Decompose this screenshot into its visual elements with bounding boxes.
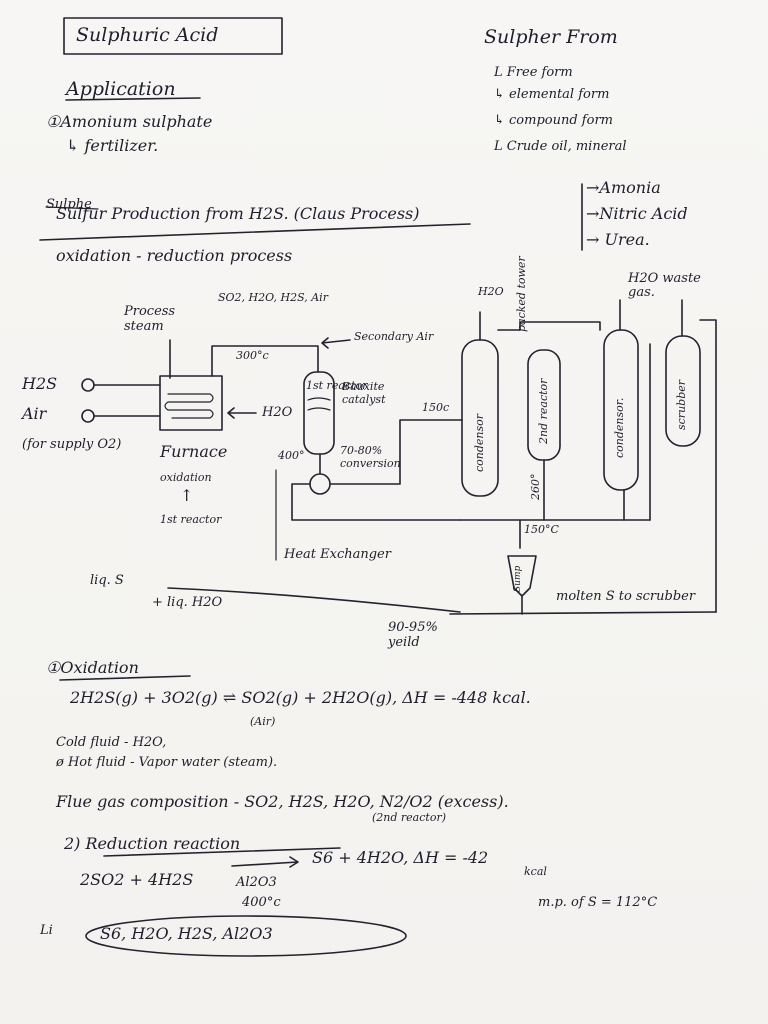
sulpher-item2: ↳ elemental form xyxy=(494,87,610,102)
h2s-valve xyxy=(81,378,95,392)
liq-s-curve xyxy=(167,587,461,613)
hot-fluid-note: ø Hot fluid - Vapor water (steam). xyxy=(56,755,278,770)
hx-to-condensor xyxy=(329,419,463,485)
o2-supply-label: (for supply O2) xyxy=(22,437,122,452)
bauxite-label: Bauxite catalyst xyxy=(342,380,386,406)
oxidation-air-note: (Air) xyxy=(250,715,276,728)
reduction-note: (2nd reactor) xyxy=(372,811,446,824)
condensor2-vessel xyxy=(603,329,639,491)
sulfur-melting-point: m.p. of S = 112°C xyxy=(538,895,658,910)
scrubber-label: scrubber xyxy=(675,380,688,430)
flue-gas-note: Flue gas composition - SO2, H2S, H2O, N2… xyxy=(56,792,509,811)
heat-exchanger-symbol xyxy=(309,473,331,495)
molten-line xyxy=(449,611,717,615)
furnace-label: Furnace xyxy=(160,442,228,461)
struck-word: Sulphe xyxy=(46,197,92,212)
temp-400-label: 400° xyxy=(278,449,305,462)
oxidation-underline xyxy=(59,675,191,681)
claus-subheading: oxidation - reduction process xyxy=(56,246,293,265)
application-underline xyxy=(65,97,201,101)
scrubber-return xyxy=(699,319,717,613)
scrubber-vessel xyxy=(665,335,701,447)
reduction-arrow xyxy=(231,856,299,868)
first-reactor-caption: 1st reactor xyxy=(160,513,222,526)
reduction-temp: 400°c xyxy=(242,895,281,910)
h2s-label: H2S xyxy=(22,374,58,393)
secondary-air-label: Secondary Air xyxy=(354,330,434,343)
temp-300-label: 300°c xyxy=(236,349,269,362)
strike-line xyxy=(45,206,99,210)
catalyst-bed xyxy=(307,397,331,411)
temp-150b-label: 150°C xyxy=(524,523,559,536)
furnace-coil xyxy=(164,393,214,419)
claus-underline xyxy=(39,223,471,241)
reduction-equation-right: S6 + 4H2O, ΔH = -42 xyxy=(312,848,489,867)
reduction-catalyst: Al2O3 xyxy=(236,875,277,890)
reduction-kcal: kcal xyxy=(524,865,547,878)
sulpher-from-heading: Sulpher From xyxy=(484,26,618,48)
process-steam-label: Process steam xyxy=(124,304,176,334)
h2o-waste-label: H2O waste gas. xyxy=(628,271,701,300)
packed-tower-label: packed tower xyxy=(515,256,528,332)
air-valve xyxy=(81,409,95,423)
reactor1-label: 1st reactor xyxy=(306,379,368,392)
use-nitric-acid: →Nitric Acid xyxy=(586,204,688,223)
yield-label: 90-95% yeild xyxy=(388,620,438,650)
use-amonia: →Amonia xyxy=(586,178,661,197)
sump-label: Sump xyxy=(513,565,523,592)
page-title: Sulphuric Acid xyxy=(76,24,219,46)
reduction-underline xyxy=(103,847,341,857)
reduction-equation-left: 2SO2 + 4H2S xyxy=(80,870,194,889)
condensor2-label: condensor. xyxy=(613,397,626,458)
sump-vessel xyxy=(507,555,537,597)
conversion-label: 70-80% conversion xyxy=(340,444,401,470)
oxidation-heading: ①Oxidation xyxy=(46,658,139,677)
furnace-outlet-line xyxy=(211,345,319,377)
reactor2-label: 2nd reactor xyxy=(537,378,550,444)
temp-150a-label: 150c xyxy=(422,401,450,414)
secondary-air-arrow xyxy=(321,337,351,349)
use-urea: → Urea. xyxy=(586,230,650,249)
liq-s-label: liq. S xyxy=(90,573,124,588)
side-note: Li xyxy=(40,923,53,938)
h2o-arrow xyxy=(227,407,257,419)
air-label: Air xyxy=(22,404,47,423)
liq-h2o-label: + liq. H2O xyxy=(152,595,223,610)
application-heading: Application xyxy=(66,78,176,100)
hx-loop xyxy=(291,483,461,521)
oxidation-equation: 2H2S(g) + 3O2(g) ⇌ SO2(g) + 2H2O(g), ΔH … xyxy=(70,688,531,707)
oxidation-arrow: ↑ xyxy=(180,486,194,505)
claus-heading: Sulfur Production from H2S. (Claus Proce… xyxy=(56,204,420,223)
reduction-heading: 2) Reduction reaction xyxy=(64,834,241,853)
packed-tower-line xyxy=(497,321,601,331)
sulpher-item1: L Free form xyxy=(494,65,573,80)
molten-label: molten S to scrubber xyxy=(556,589,696,604)
heat-exchanger-label: Heat Exchanger xyxy=(284,547,391,562)
products-oval xyxy=(85,915,407,957)
cold-fluid-note: Cold fluid - H2O, xyxy=(56,735,167,750)
h2o-top-label: H2O xyxy=(478,285,504,298)
temp-260-label: 260° xyxy=(529,473,542,501)
furnace-box xyxy=(159,375,223,431)
sulpher-item3: ↳ compound form xyxy=(494,113,613,128)
feed-gases-label: SO2, H2O, H2S, Air xyxy=(218,291,328,304)
sulpher-item4: L Crude oil, mineral xyxy=(494,139,627,154)
application-item1-sub: ↳ fertilizer. xyxy=(66,136,159,155)
condensor1-label: condensor xyxy=(473,413,486,472)
h2o-in-label: H2O xyxy=(262,405,293,420)
title-box xyxy=(63,17,283,55)
application-item1: ①Amonium sulphate xyxy=(46,112,213,131)
reactor1-vessel xyxy=(303,371,335,455)
reduction-products: S6, H2O, H2S, Al2O3 xyxy=(100,924,273,943)
oxidation-label: oxidation xyxy=(160,471,212,484)
